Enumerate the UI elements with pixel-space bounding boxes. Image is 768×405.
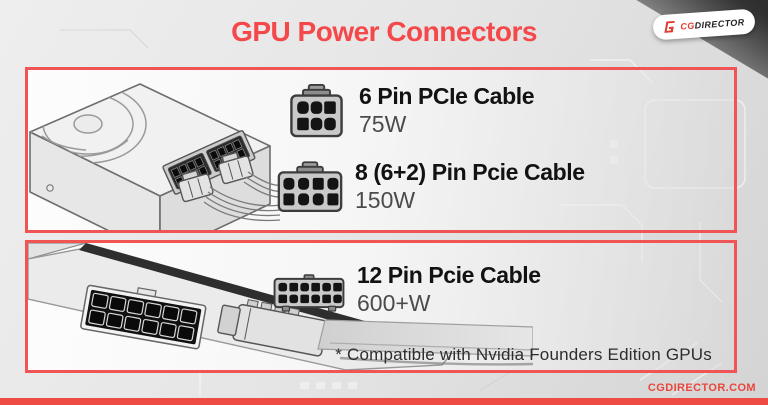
twelve-pin-row: 12 Pin Pcie Cable 600+W xyxy=(273,262,541,316)
gpu-illustration xyxy=(28,243,533,370)
six-pin-connector-icon xyxy=(290,84,343,138)
connector-wattage: 600+W xyxy=(357,289,431,316)
connector-name: 6 Pin PCIe Cable xyxy=(359,83,535,109)
connector-wattage: 150W xyxy=(355,186,416,213)
six-pin-row: 6 Pin PCIe Cable 75W xyxy=(288,83,535,138)
connector-name: 12 Pin Pcie Cable xyxy=(357,262,541,288)
connector-wattage: 75W xyxy=(359,110,407,137)
page-title: GPU Power Connectors xyxy=(231,16,537,47)
psu-illustration xyxy=(29,83,280,230)
bottom-accent-bar xyxy=(0,398,768,405)
compatibility-note: * Compatible with Nvidia Founders Editio… xyxy=(335,345,712,364)
website-link[interactable]: CGDIRECTOR.COM xyxy=(647,382,756,394)
cgdirector-g-mark-icon xyxy=(664,20,676,33)
cgdirector-logo[interactable]: CGDIRECTOR xyxy=(652,8,756,41)
connector-name: 8 (6+2) Pin Pcie Cable xyxy=(355,159,585,185)
psu-panel: 6 Pin PCIe Cable 75W xyxy=(25,67,737,233)
gpu-panel: 12 Pin Pcie Cable 600+W * Compatible wit… xyxy=(25,240,737,373)
eight-pin-row: 8 (6+2) Pin Pcie Cable 150W xyxy=(277,159,585,214)
twelve-pin-connector-icon xyxy=(273,274,345,312)
eight-pin-connector-icon xyxy=(277,161,343,212)
